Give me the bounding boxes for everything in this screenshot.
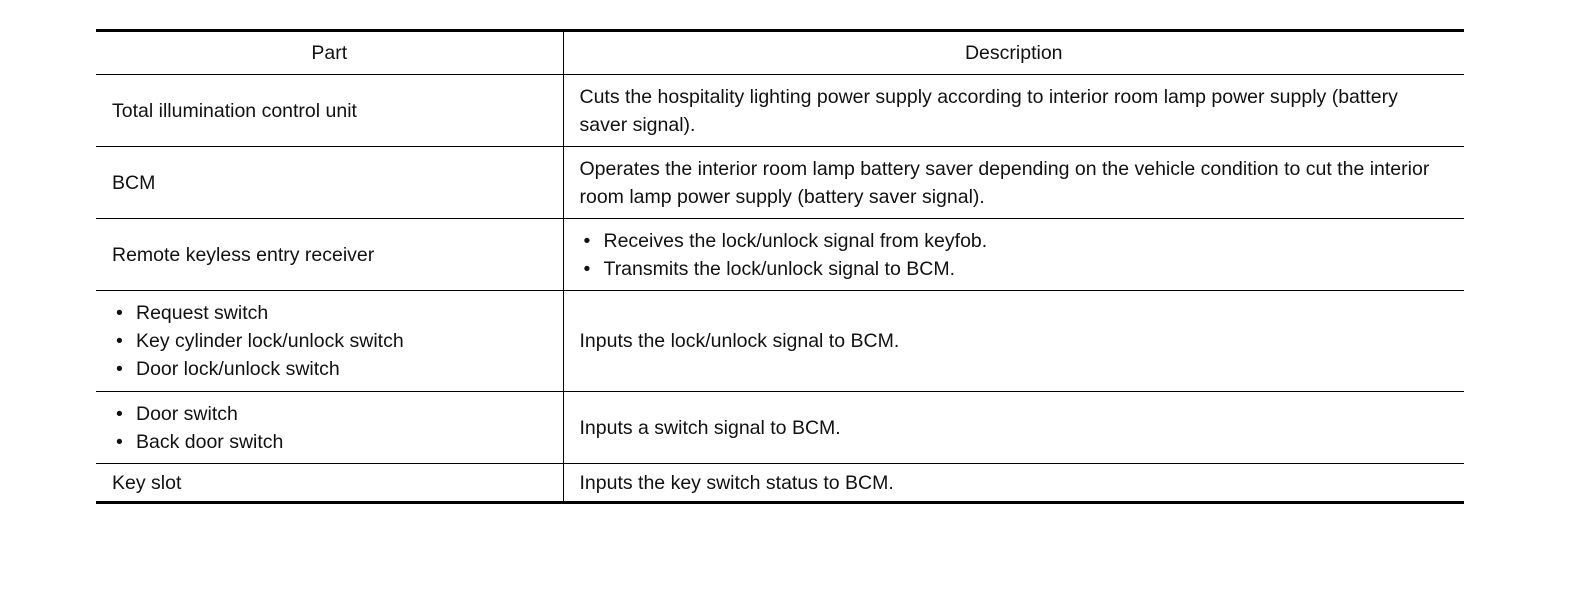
column-header-part: Part (96, 29, 563, 75)
list-item: Door lock/unlock switch (112, 355, 549, 383)
description-cell: Operates the interior room lamp battery … (562, 146, 1464, 219)
part-bullet-list: Request switch Key cylinder lock/unlock … (112, 299, 549, 383)
part-cell: Door switch Back door switch (96, 391, 563, 464)
table-row: Remote keyless entry receiver Receives t… (96, 218, 1464, 291)
description-cell: Inputs the lock/unlock signal to BCM. (562, 290, 1464, 392)
list-item: Back door switch (112, 428, 549, 456)
column-header-description: Description (562, 29, 1464, 75)
list-item: Door switch (112, 400, 549, 428)
table-row: BCM Operates the interior room lamp batt… (96, 146, 1464, 219)
parts-description-table: Part Description Total illumination cont… (96, 29, 1464, 504)
part-cell: Total illumination control unit (96, 74, 563, 147)
description-cell: Inputs the key switch status to BCM. (562, 463, 1464, 504)
list-item: Transmits the lock/unlock signal to BCM. (580, 255, 1451, 283)
table-row: Key slot Inputs the key switch status to… (96, 463, 1464, 504)
part-cell: Key slot (96, 463, 563, 504)
list-item: Receives the lock/unlock signal from key… (580, 227, 1451, 255)
part-bullet-list: Door switch Back door switch (112, 400, 549, 456)
part-cell: BCM (96, 146, 563, 219)
description-cell: Inputs a switch signal to BCM. (562, 391, 1464, 464)
table-header-row: Part Description (96, 29, 1464, 75)
list-item: Request switch (112, 299, 549, 327)
part-cell: Request switch Key cylinder lock/unlock … (96, 290, 563, 392)
table-row: Door switch Back door switch Inputs a sw… (96, 391, 1464, 464)
description-bullet-list: Receives the lock/unlock signal from key… (580, 227, 1451, 283)
description-cell: Receives the lock/unlock signal from key… (562, 218, 1464, 291)
table-row: Request switch Key cylinder lock/unlock … (96, 290, 1464, 392)
list-item: Key cylinder lock/unlock switch (112, 327, 549, 355)
table-row: Total illumination control unit Cuts the… (96, 74, 1464, 147)
part-cell: Remote keyless entry receiver (96, 218, 563, 291)
description-cell: Cuts the hospitality lighting power supp… (562, 74, 1464, 147)
